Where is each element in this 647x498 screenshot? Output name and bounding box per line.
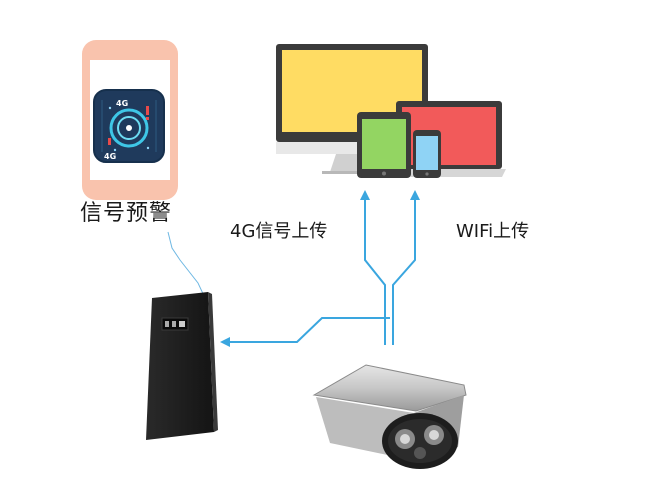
wire-router-to-phone xyxy=(167,231,206,299)
mobile-phone-illustration xyxy=(413,130,441,178)
security-camera-illustration xyxy=(312,364,467,469)
smartphone-illustration xyxy=(82,40,178,200)
tablet-illustration xyxy=(357,112,411,178)
label-4g-upload: 4G信号上传 xyxy=(230,221,328,242)
label-signal-warning: 信号预警 xyxy=(80,201,173,226)
wire-to-router xyxy=(220,317,390,347)
label-wifi-upload: WIFi上传 xyxy=(456,221,530,242)
app-badge-bottom: 4G xyxy=(104,152,117,161)
4g-router-illustration xyxy=(146,292,218,440)
wire-to-tablet xyxy=(360,190,386,345)
app-badge-top: 4G xyxy=(116,99,129,108)
wire-to-phone xyxy=(392,190,420,345)
